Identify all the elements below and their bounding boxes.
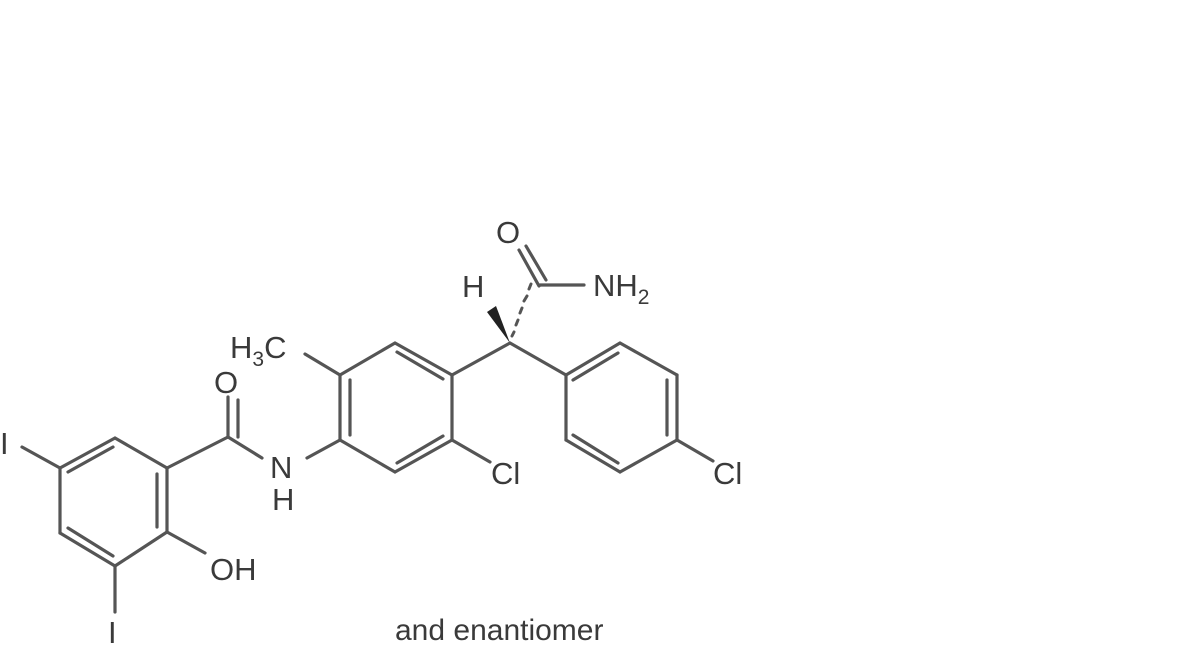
hashed-bond bbox=[510, 282, 533, 338]
atom-iodo-bottom: I bbox=[108, 615, 117, 650]
wedge-bond bbox=[487, 306, 510, 343]
atom-amide-hydrogen: H bbox=[272, 482, 294, 517]
ring-c-chlorophenyl bbox=[564, 341, 679, 474]
atom-carbamoyl-oxygen: O bbox=[496, 215, 520, 250]
atom-amide-nitrogen: N bbox=[270, 450, 292, 485]
atom-hydroxyl: OH bbox=[210, 552, 257, 587]
atom-iodo-left: I bbox=[0, 426, 9, 461]
caption-and-enantiomer: and enantiomer bbox=[395, 614, 603, 647]
atom-chloro-ring-c: Cl bbox=[713, 456, 742, 491]
atom-methyl: H3C bbox=[230, 330, 286, 371]
ring-a-salicyl bbox=[58, 436, 169, 568]
atom-amide-oxygen: O bbox=[214, 365, 238, 400]
atom-chloro-ring-b: Cl bbox=[491, 456, 520, 491]
bond-iodo-left bbox=[20, 445, 62, 470]
atom-stereo-hydrogen: H bbox=[462, 269, 484, 304]
bond-hydroxyl bbox=[165, 530, 207, 555]
ring-b-central bbox=[338, 341, 454, 474]
atom-carbamoyl-amine: NH2 bbox=[593, 268, 649, 309]
